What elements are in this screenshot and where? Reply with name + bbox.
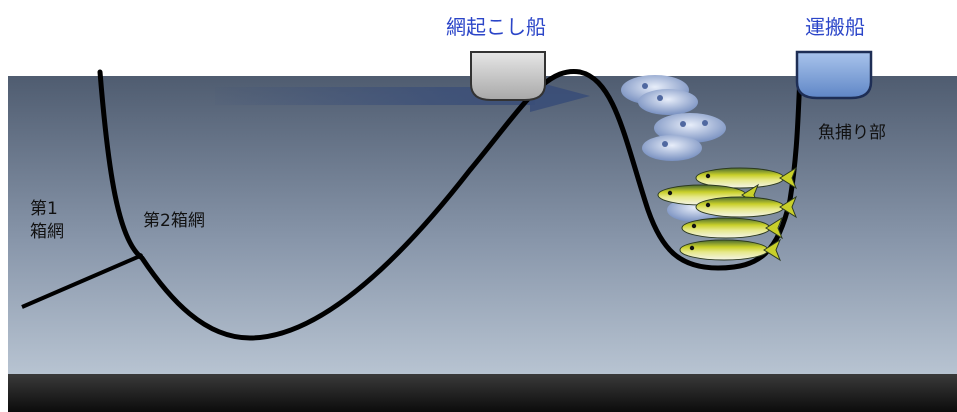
net-junction	[137, 253, 143, 259]
fish-icon	[681, 216, 784, 240]
fish-group	[657, 166, 798, 262]
seabed	[8, 374, 957, 412]
net-lifting-boat-label: 網起こし船	[446, 15, 546, 39]
fish-icon	[695, 166, 798, 190]
second-box-net-label: 第2箱網	[143, 211, 205, 231]
transport-boat-icon	[795, 50, 873, 100]
fish-school-icon	[621, 75, 726, 222]
fish-icon	[695, 195, 798, 219]
fish-catching-part-label: 魚捕り部	[818, 123, 886, 143]
lifting-boat-icon	[470, 51, 546, 101]
first-box-net-line	[21, 254, 141, 309]
fish-icon	[679, 238, 782, 262]
transport-boat-label: 運搬船	[805, 15, 865, 39]
first-box-net-label: 第1 箱網	[30, 199, 64, 242]
